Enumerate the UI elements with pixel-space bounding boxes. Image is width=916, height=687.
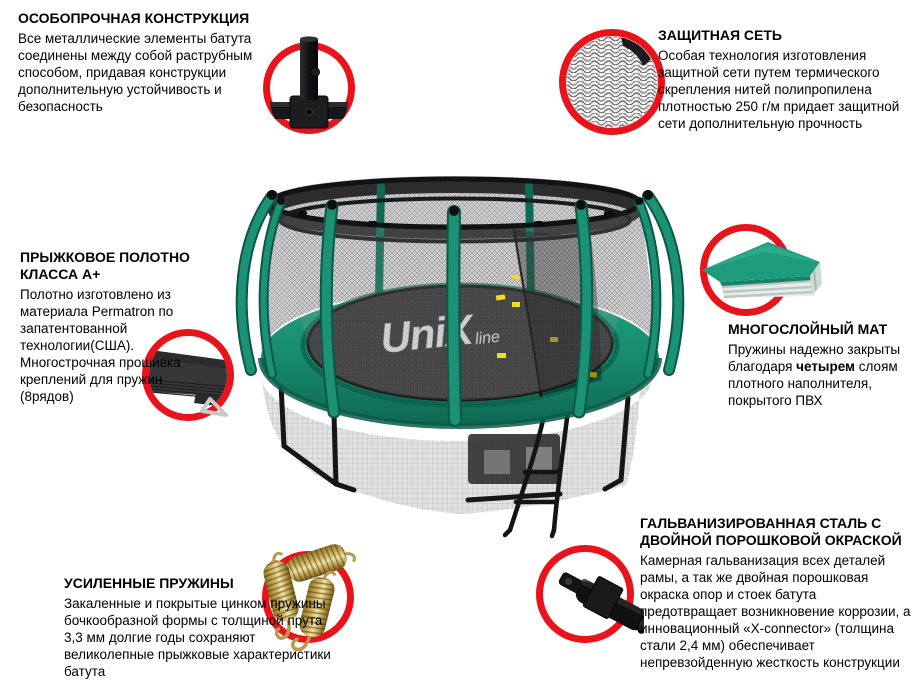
body-text: слоям плотного наполнителя, покрытого ПВ…: [728, 359, 898, 408]
body-text: Пружины надежно закрыты благодаря: [728, 342, 901, 374]
feature-steel: ГАЛЬВАНИЗИРОВАННАЯ СТАЛЬ С ДВОЙНОЙ ПОРОШ…: [640, 515, 916, 671]
feature-title: МНОГОСЛОЙНЫЙ МАТ: [728, 321, 888, 337]
feature-title: ЗАЩИТНАЯ СЕТЬ: [658, 27, 782, 43]
net-poles: [235, 190, 685, 427]
frame-legs: [278, 381, 631, 503]
feature-construction: ОСОБОПРОЧНАЯ КОНСТРУКЦИЯ Все металлическ…: [18, 10, 270, 115]
feature-jumping-mat: ПРЫЖКОВОЕ ПОЛОТНО КЛАССА А+ Полотно изго…: [20, 249, 220, 405]
trampoline-illustration: UniX line: [235, 176, 685, 539]
feature-title: ПРЫЖКОВОЕ ПОЛОТНО КЛАССА А+: [20, 249, 190, 282]
feature-title: УСИЛЕННЫЕ ПРУЖИНЫ: [64, 575, 234, 591]
body-text-bold: четырем: [796, 359, 856, 374]
feature-body: Особая технология изготовления защитной …: [658, 48, 900, 131]
feature-layered-pad: МНОГОСЛОЙНЫЙ МАТ Пружины надежно закрыты…: [728, 321, 914, 409]
pole-joint-photo: [270, 36, 348, 129]
net-weave-photo: [566, 36, 658, 128]
feature-body: Все металлические элементы батута соедин…: [18, 31, 253, 114]
feature-body: Камерная гальванизация всех деталей рамы…: [640, 553, 911, 670]
x-connector-photo: [558, 572, 644, 634]
feature-safety-net: ЗАЩИТНАЯ СЕТЬ Особая технология изготовл…: [658, 27, 910, 132]
mat-stitching-photo: [149, 349, 228, 417]
feature-body: Закаленные и покрытые цинком пружины боч…: [64, 596, 331, 679]
feature-springs: УСИЛЕННЫЕ ПРУЖИНЫ Закаленные и покрытые …: [64, 575, 332, 680]
shoe-pocket: [468, 434, 560, 484]
feature-body: Полотно изготовлено из материала Permatr…: [20, 287, 181, 404]
feature-title: ОСОБОПРОЧНАЯ КОНСТРУКЦИЯ: [18, 10, 250, 26]
feature-body: Пружины надежно закрыты благодаря четыре…: [728, 341, 914, 409]
layered-pad-photo: [702, 242, 822, 299]
feature-title: ГАЛЬВАНИЗИРОВАННАЯ СТАЛЬ С ДВОЙНОЙ ПОРОШ…: [640, 515, 902, 548]
